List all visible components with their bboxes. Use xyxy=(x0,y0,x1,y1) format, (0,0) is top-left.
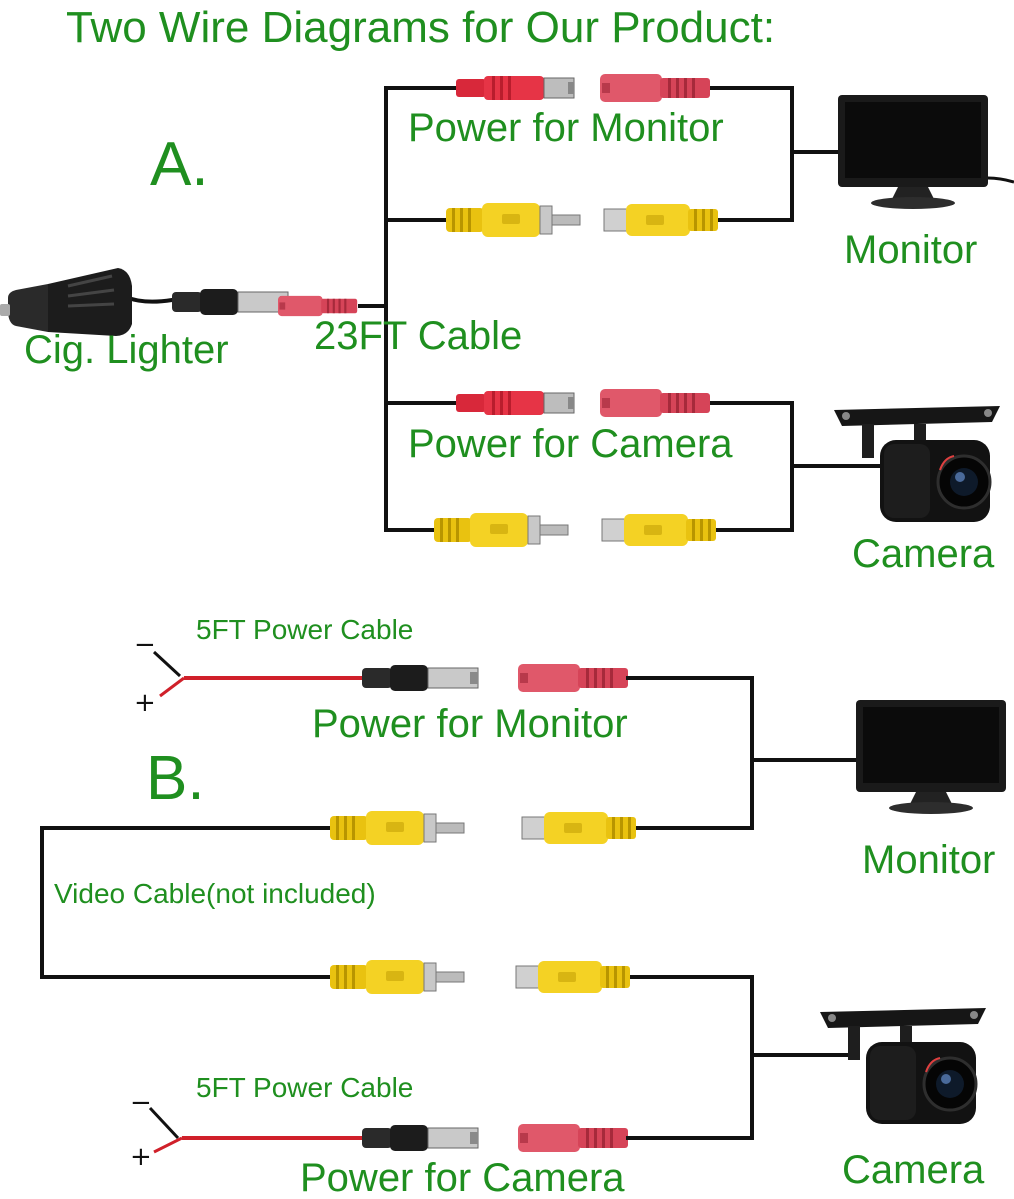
diagram-b-power-monitor-label: Power for Monitor xyxy=(312,702,628,746)
diagram-a-letter: A. xyxy=(150,130,209,199)
diagram-a-cig-lighter-label: Cig. Lighter xyxy=(24,328,229,372)
diagram-b-bottom-minus-sign: − xyxy=(130,1088,152,1118)
diagram-b-power-cable-top-label: 5FT Power Cable xyxy=(196,614,414,645)
diagram-b-monitor-label: Monitor xyxy=(862,838,996,882)
diagram-a-camera-label: Camera xyxy=(852,532,995,576)
diagram-b-bottom-plus-sign: + xyxy=(130,1142,152,1172)
diagram-a-monitor-label: Monitor xyxy=(844,228,978,272)
diagram-a-power-camera-label: Power for Camera xyxy=(408,422,733,466)
diagram-b-video-cable-label: Video Cable(not included) xyxy=(54,878,376,909)
diagram-b-top-plus-sign: + xyxy=(134,688,156,718)
diagram-title: Two Wire Diagrams for Our Product: xyxy=(66,3,776,52)
diagram-b-top-minus-sign: − xyxy=(134,630,156,660)
diagram-b-camera-label: Camera xyxy=(842,1148,985,1192)
diagram-b-letter: B. xyxy=(146,744,205,813)
diagram-b-power-cable-bottom-label: 5FT Power Cable xyxy=(196,1072,414,1103)
diagram-b-power-camera-label: Power for Camera xyxy=(300,1156,625,1199)
diagram-a-power-monitor-label: Power for Monitor xyxy=(408,106,724,150)
diagram-a-cable-label: 23FT Cable xyxy=(314,314,523,358)
